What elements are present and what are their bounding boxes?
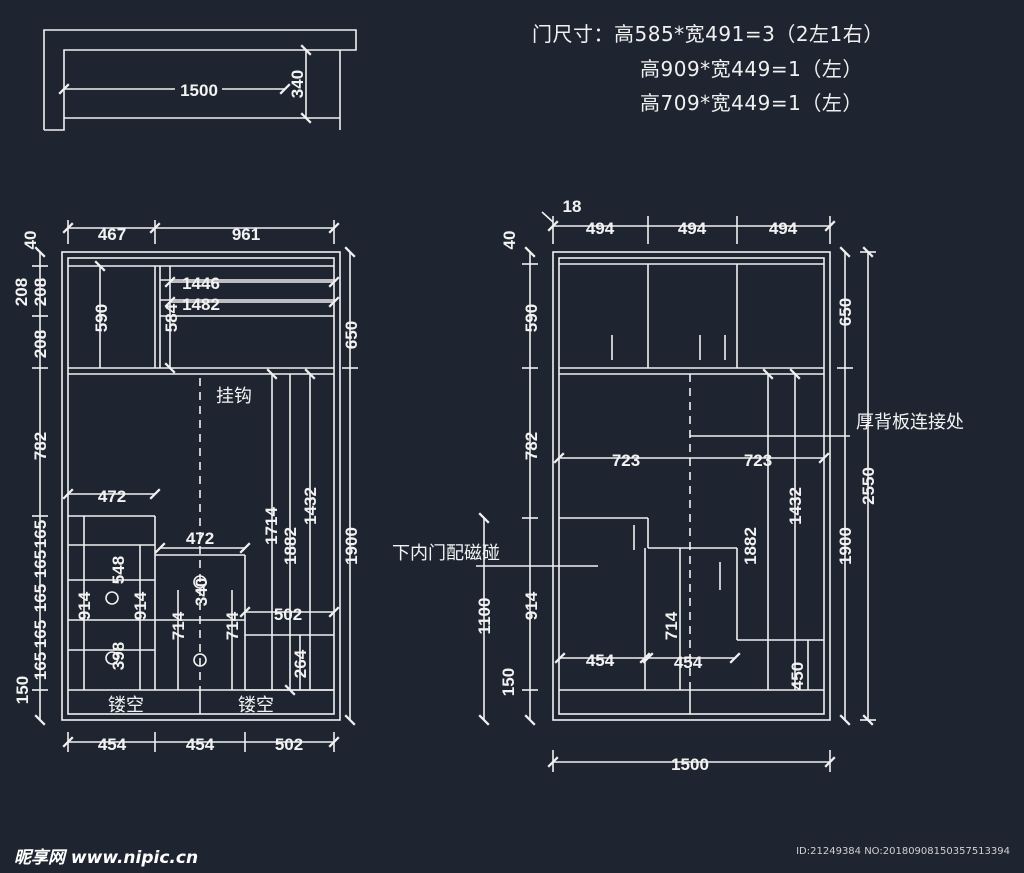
door-size-note-1: 门尺寸：高585*宽491=3（2左1右）: [532, 22, 884, 46]
total-width-1500: 1500: [671, 755, 709, 774]
left-stack-208-a: 208: [31, 278, 50, 306]
right-top-width-2: 494: [678, 219, 707, 238]
right-top-width-1: 494: [586, 219, 615, 238]
right-height-650: 650: [836, 298, 855, 326]
right-left-height-150: 150: [499, 668, 518, 696]
left-stack-782: 782: [31, 432, 50, 460]
inner-height-1882: 1882: [741, 527, 760, 565]
inner-height-1432: 1432: [786, 487, 805, 525]
height-1432: 1432: [301, 487, 320, 525]
mid-width-723-b: 723: [744, 451, 772, 470]
inner-height-714: 714: [662, 611, 681, 640]
height-914-b: 914: [131, 591, 150, 620]
height-1714: 1714: [262, 507, 281, 545]
right-left-height-782: 782: [522, 432, 541, 460]
left-stack-165-d: 165: [31, 620, 50, 648]
right-top-width-3: 494: [769, 219, 798, 238]
left-elevation-labels: 467 961 40 1446 1482 208 208 208 782 165…: [12, 225, 361, 754]
right-left-height-590: 590: [522, 304, 541, 332]
right-left-height-40: 40: [500, 231, 519, 250]
top-view-labels: 1500 340: [180, 70, 307, 100]
height-548: 548: [109, 556, 128, 584]
inner-height-450: 450: [788, 662, 807, 690]
top-view-plan: [43, 29, 357, 131]
right-height-1900: 1900: [836, 527, 855, 565]
bottom-width-454-b: 454: [186, 735, 215, 754]
back-panel-label: 厚背板连接处: [856, 412, 964, 433]
right-elevation: [476, 211, 876, 772]
bottom-width-454-a: 454: [98, 735, 127, 754]
top-width-label: 1500: [180, 81, 218, 100]
left-elevation: [32, 220, 358, 752]
right-height-2550: 2550: [859, 467, 878, 505]
inner-dim-1446: 1446: [182, 274, 220, 293]
mid-width-723-a: 723: [612, 451, 640, 470]
bottom-width-502: 502: [275, 735, 303, 754]
right-top-offset: 18: [563, 197, 582, 216]
right-elevation-labels: 18 494 494 494 40 590 782 914 1100 150 7…: [392, 197, 964, 774]
left-right-height-650: 650: [342, 321, 361, 349]
width-502: 502: [274, 605, 302, 624]
top-depth-label: 340: [288, 70, 307, 98]
left-stack-165-c: 165: [31, 584, 50, 612]
watermark-id: ID:21249384 NO:20180908150357513394: [796, 846, 1010, 857]
hollow-label-1: 镂空: [108, 695, 144, 716]
bottom-inner-454-b: 454: [674, 653, 703, 672]
bottom-inner-454-a: 454: [586, 651, 615, 670]
hook-label: 挂钩: [216, 386, 252, 407]
width-472-b: 472: [186, 529, 214, 548]
right-left-height-1100: 1100: [475, 598, 494, 635]
inner-dim-1482: 1482: [182, 295, 220, 314]
height-264: 264: [291, 649, 310, 678]
left-stack-165-a: 165: [31, 520, 50, 548]
left-stack-208-c: 208: [31, 330, 50, 358]
height-714-b: 714: [223, 611, 242, 640]
height-1882: 1882: [281, 527, 300, 565]
left-top-width-1: 467: [98, 225, 126, 244]
watermark-brand: 昵享网 www.nipic.cn: [14, 848, 199, 868]
hollow-label-2: 镂空: [238, 695, 274, 716]
door-size-note-2: 高909*宽449=1（左）: [640, 57, 863, 81]
left-top-width-2: 961: [232, 225, 260, 244]
height-398: 398: [109, 642, 128, 670]
height-584: 584: [162, 303, 181, 332]
height-340: 340: [192, 578, 211, 606]
left-stack-150: 150: [13, 676, 32, 704]
lower-door-label: 下内门配磁碰: [392, 543, 500, 564]
left-stack-165-e: 165: [31, 652, 50, 680]
door-size-note-3: 高709*宽449=1（左）: [640, 91, 863, 115]
left-right-height-1900: 1900: [342, 527, 361, 565]
left-top-offset: 40: [21, 231, 40, 250]
height-914-a: 914: [75, 591, 94, 620]
width-472-a: 472: [98, 487, 126, 506]
left-stack-165-b: 165: [31, 550, 50, 578]
height-590: 590: [92, 304, 111, 332]
right-left-height-914: 914: [522, 591, 541, 620]
left-stack-208-b: 208: [12, 278, 31, 306]
height-714-a: 714: [169, 611, 188, 640]
